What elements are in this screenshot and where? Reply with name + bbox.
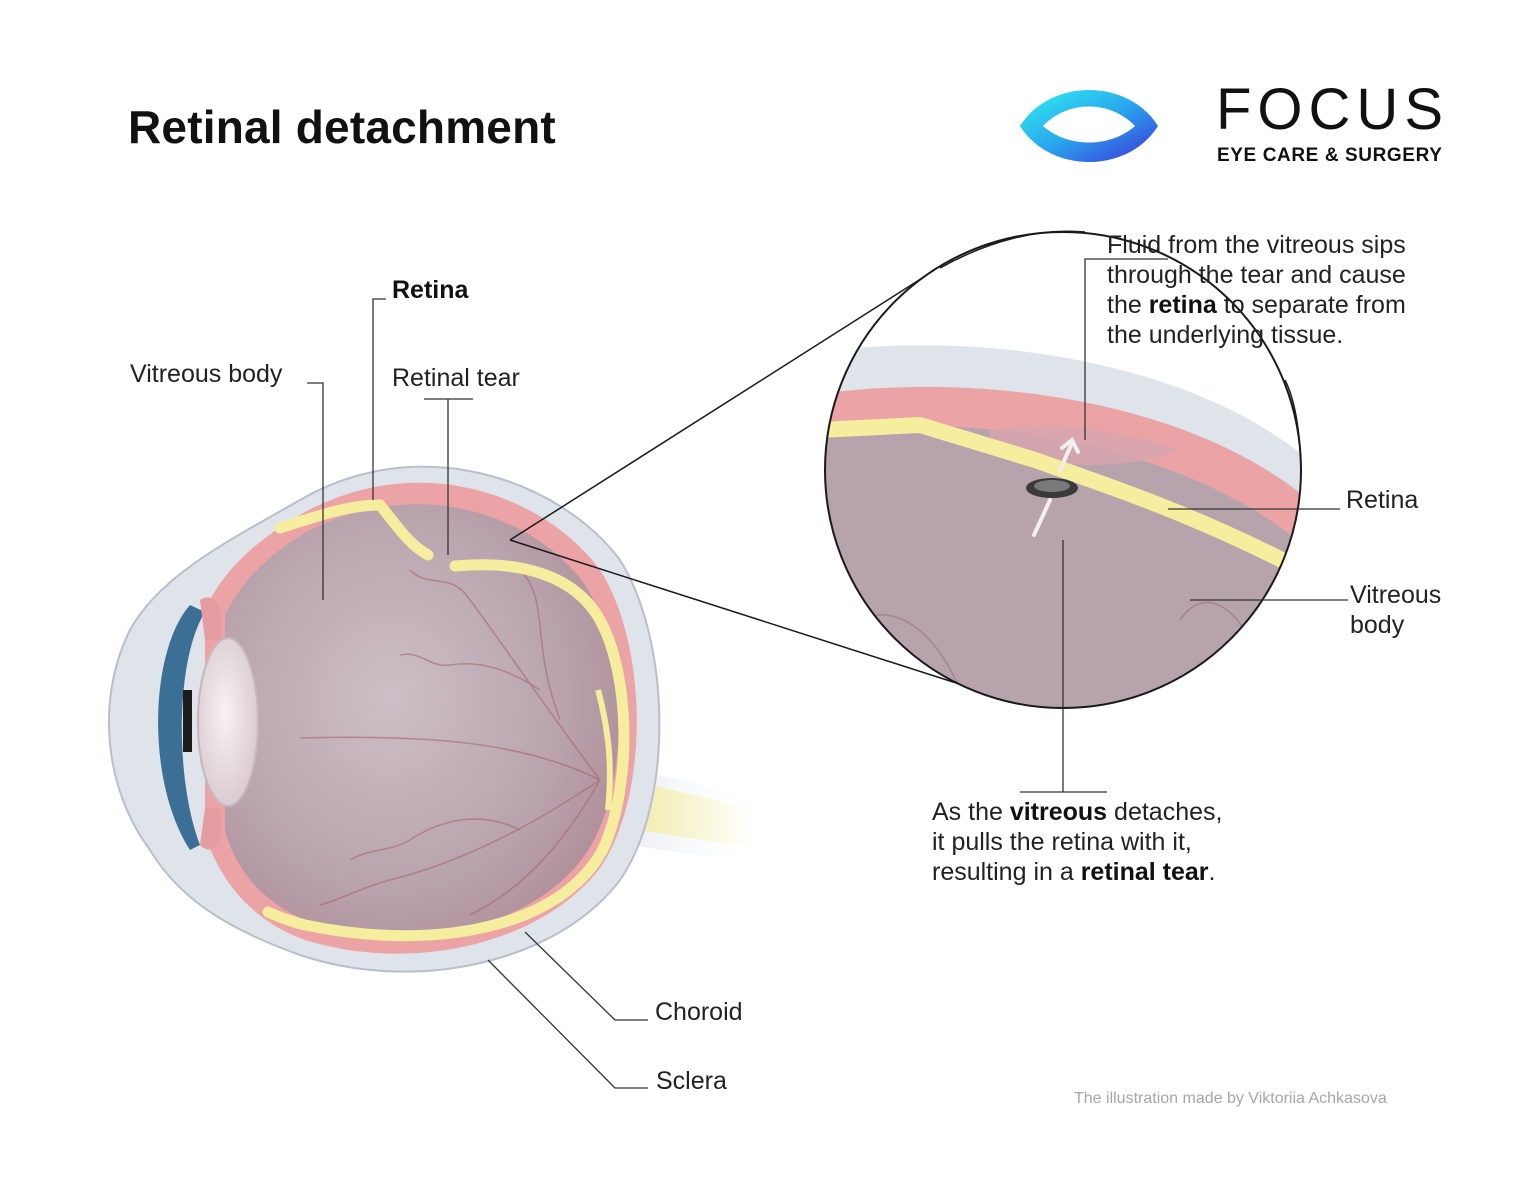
eye-logo-icon: [1020, 90, 1158, 162]
page-title: Retinal detachment: [128, 101, 556, 153]
label-vitreous-body: Vitreous body: [130, 360, 283, 388]
brand-tagline: EYE CARE & SURGERY: [1217, 145, 1443, 166]
cornea: [158, 605, 205, 850]
pupil: [183, 690, 192, 752]
fluid-note-line1: Fluid from the vitreous sips: [1107, 231, 1406, 259]
retina-detached-flap: [274, 499, 434, 561]
vitreous-note-line3: resulting in a retinal tear.: [932, 858, 1216, 886]
label-zoom-vitreous-line2: body: [1350, 611, 1405, 639]
label-zoom-vitreous-line1: Vitreous: [1350, 581, 1442, 609]
vitreous-note: As the vitreous detaches, it pulls the r…: [932, 797, 1222, 887]
brand-name: FOCUS: [1216, 77, 1449, 142]
label-sclera: Sclera: [656, 1067, 727, 1095]
fluid-note: Fluid from the vitreous sips through the…: [1107, 230, 1406, 350]
vitreous-note-line2: it pulls the retina with it,: [932, 828, 1192, 856]
fluid-note-line4: the underlying tissue.: [1107, 321, 1344, 349]
label-retinal-tear: Retinal tear: [392, 364, 520, 392]
lens: [197, 637, 259, 807]
retina-layer: [262, 559, 630, 942]
eye-cross-section: [108, 465, 760, 973]
fluid-note-line2: through the tear and cause: [1107, 261, 1406, 289]
illustration-credit: The illustration made by Viktoriia Achka…: [1074, 1090, 1387, 1107]
fluid-note-line3: the retina to separate from: [1107, 291, 1406, 319]
zoom-retina-layer: [825, 416, 1301, 588]
leader-lines: [307, 258, 1348, 1089]
zoom-inset: [824, 230, 1302, 709]
blood-vessels: [299, 569, 601, 916]
label-zoom-vitreous-body: Vitreous body: [1350, 580, 1441, 640]
label-zoom-retina: Retina: [1346, 486, 1419, 514]
label-retina: Retina: [392, 276, 469, 304]
vitreous-note-line1: As the vitreous detaches,: [932, 798, 1223, 826]
label-choroid: Choroid: [655, 998, 743, 1026]
